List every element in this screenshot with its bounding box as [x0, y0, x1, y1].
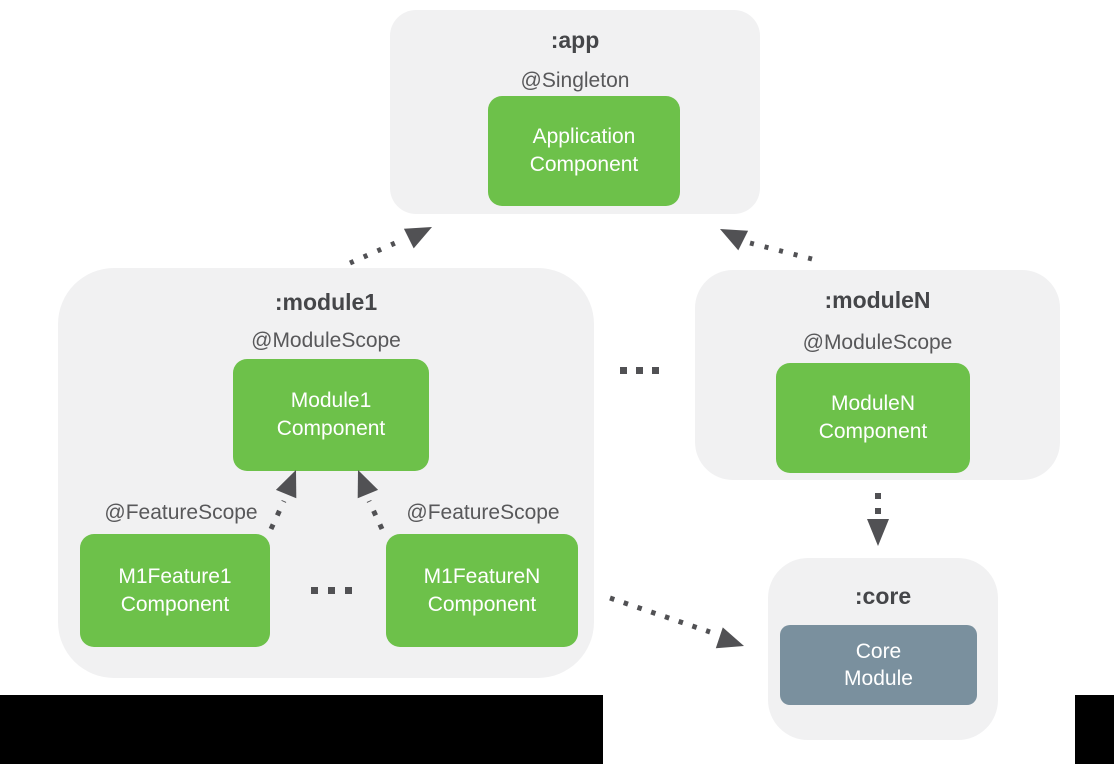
arrow-module1-to-app-icon — [348, 227, 432, 266]
container-moduleN-title: :moduleN — [824, 287, 931, 313]
container-core: :core Core Module — [768, 558, 998, 740]
featureN-scope-label: @FeatureScope — [406, 501, 560, 524]
application-component-box: Application Component — [488, 96, 680, 206]
container-moduleN: :moduleN @ModuleScope ModuleN Component — [695, 270, 1060, 480]
container-app: :app @Singleton Application Component — [390, 10, 760, 214]
container-module1-title: :module1 — [274, 289, 378, 315]
module1-component-box: Module1 Component — [233, 359, 429, 471]
container-module1: :module1 @ModuleScope Module1 Component … — [58, 268, 594, 678]
ellipsis-dots-modules-icon — [620, 367, 659, 374]
core-module-box: Core Module — [780, 625, 977, 705]
arrow-module1-to-core-icon — [609, 595, 744, 649]
feature1-scope-label: @FeatureScope — [104, 501, 258, 524]
letterbox-bar-left — [0, 695, 603, 764]
app-scope-label: @Singleton — [520, 69, 630, 92]
m1feature1-component-box: M1Feature1 Component — [80, 534, 270, 647]
container-core-title: :core — [854, 583, 912, 609]
moduleN-scope-label: @ModuleScope — [802, 331, 953, 354]
container-app-title: :app — [550, 27, 600, 53]
m1featureN-component-box: M1FeatureN Component — [386, 534, 578, 647]
letterbox-bar-right — [1075, 695, 1114, 764]
arrow-moduleN-to-app-icon — [720, 229, 813, 262]
module1-scope-label: @ModuleScope — [251, 329, 401, 352]
arrow-moduleN-to-core-icon — [867, 493, 889, 546]
moduleN-component-box: ModuleN Component — [776, 363, 970, 473]
